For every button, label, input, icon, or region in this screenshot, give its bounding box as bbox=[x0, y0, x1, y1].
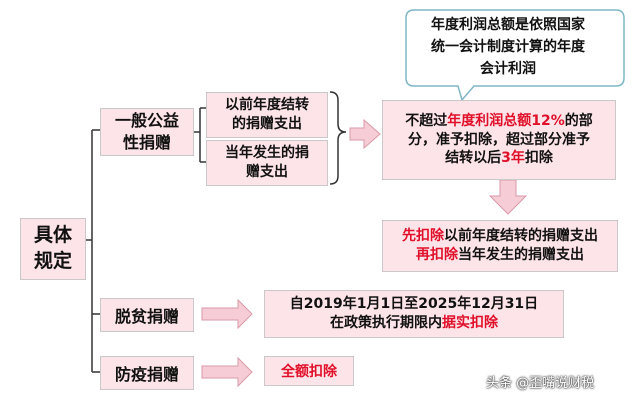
prior-year-line2: 的捐赠支出 bbox=[232, 116, 302, 132]
general-donation-node: 一般公益 性捐赠 bbox=[100, 108, 194, 156]
full-deduct-label: 全额扣除 bbox=[281, 364, 337, 380]
order-rule-line2: 再扣除当年发生的捐赠支出 bbox=[416, 247, 584, 263]
callout-line1: 年度利润总额是依照国家 bbox=[431, 17, 585, 33]
deduct-then-highlight: 再扣除 bbox=[416, 247, 458, 263]
deduct-first-highlight: 先扣除 bbox=[402, 228, 444, 245]
root-node: 具体 规定 bbox=[20, 218, 86, 280]
general-label-line1: 一般公益 bbox=[114, 111, 179, 131]
general-bracket bbox=[194, 107, 206, 163]
general-label-line2: 性捐赠 bbox=[122, 133, 171, 152]
poverty-label: 脱贫捐赠 bbox=[114, 307, 179, 326]
arrow-to-order bbox=[488, 179, 528, 215]
epidemic-rule-node: 全额扣除 bbox=[264, 356, 354, 386]
root-label-line1: 具体 bbox=[33, 224, 72, 247]
watermark: 头条 @歪嘴说财税 bbox=[486, 376, 595, 391]
callout-line2: 统一会计制度计算的年度 bbox=[431, 39, 585, 55]
epidemic-label: 防疫捐赠 bbox=[114, 365, 179, 384]
arrow-to-epidemic-rule bbox=[201, 356, 253, 388]
carry-years-highlight: 3年 bbox=[501, 150, 525, 167]
arrow-to-poverty-rule bbox=[201, 298, 253, 330]
limit-rule-node: 不超过年度利润总额12%的部 分，准予扣除，超过部分准予 结转以后3年扣除 bbox=[382, 100, 616, 180]
poverty-donation-node: 脱贫捐赠 bbox=[100, 298, 194, 332]
current-year-line2: 赠支出 bbox=[246, 164, 288, 180]
actual-deduct-highlight: 据实扣除 bbox=[442, 315, 498, 331]
epidemic-donation-node: 防疫捐赠 bbox=[100, 356, 194, 390]
prior-year-line1: 以前年度结转 bbox=[225, 97, 309, 114]
arrow-to-limit bbox=[349, 118, 381, 150]
poverty-rule-line2: 在政策执行期限内据实扣除 bbox=[330, 315, 498, 331]
limit-rule-line1: 不超过年度利润总额12%的部 bbox=[405, 112, 593, 129]
sub-items-brace bbox=[329, 91, 347, 185]
order-rule-line1: 先扣除以前年度结转的捐赠支出 bbox=[402, 228, 598, 245]
root-label-line2: 规定 bbox=[33, 250, 72, 272]
limit-rule-line2: 分，准予扣除，超过部分准予 bbox=[408, 131, 590, 148]
root-bracket bbox=[86, 129, 100, 373]
limit-highlight: 年度利润总额12% bbox=[447, 112, 565, 129]
poverty-rule-line1: 自2019年1月1日至2025年12月31日 bbox=[289, 296, 539, 313]
limit-rule-line3: 结转以后3年扣除 bbox=[445, 150, 553, 167]
prior-year-node: 以前年度结转 的捐赠支出 bbox=[206, 92, 328, 138]
current-year-line1: 当年发生的捐 bbox=[225, 145, 309, 162]
poverty-rule-node: 自2019年1月1日至2025年12月31日 在政策执行期限内据实扣除 bbox=[264, 290, 564, 338]
order-rule-node: 先扣除以前年度结转的捐赠支出 再扣除当年发生的捐赠支出 bbox=[382, 220, 618, 272]
callout-line3: 会计利润 bbox=[480, 61, 536, 77]
callout-note: 年度利润总额是依照国家 统一会计制度计算的年度 会计利润 bbox=[404, 14, 612, 80]
current-year-node: 当年发生的捐 赠支出 bbox=[206, 140, 328, 186]
